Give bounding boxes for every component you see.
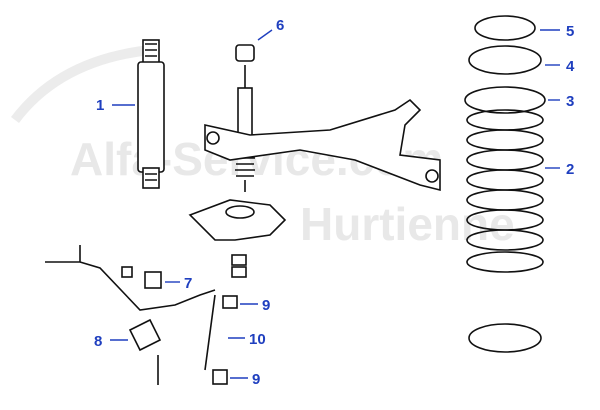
callout-8: 8 — [94, 333, 102, 350]
callout-4: 4 — [566, 58, 575, 75]
damper-assembly-part — [235, 44, 255, 192]
sway-bar-part — [45, 245, 216, 352]
callout-3: 3 — [566, 93, 574, 110]
drop-link-part — [157, 294, 238, 385]
callout-leaders — [110, 29, 560, 379]
callout-labels: 1 2 3 4 5 6 7 8 9 10 9 — [94, 17, 575, 388]
watermark-line-2: Hurtienne — [300, 198, 515, 250]
callout-7: 7 — [184, 275, 192, 292]
shock-absorber-part — [137, 39, 165, 189]
callout-10: 10 — [249, 331, 266, 348]
callout-6: 6 — [276, 17, 284, 34]
callout-1: 1 — [96, 97, 104, 114]
callout-9-upper: 9 — [262, 297, 270, 314]
callout-2: 2 — [566, 161, 574, 178]
lower-mount-part — [188, 199, 287, 278]
control-arm-part — [204, 98, 441, 192]
spring-stack-part — [464, 15, 546, 353]
callout-9-lower: 9 — [252, 371, 260, 388]
callout-5: 5 — [566, 23, 574, 40]
